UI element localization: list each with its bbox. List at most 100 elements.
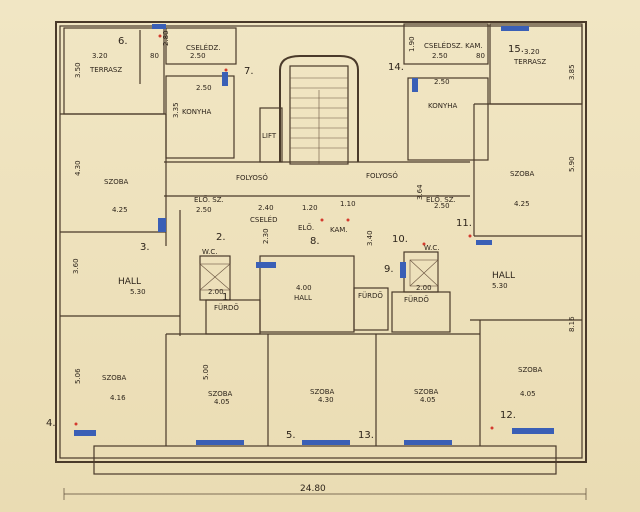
room-number-10: 10. xyxy=(392,234,408,245)
dim-text: 5.06 xyxy=(74,368,82,384)
dim-text: 3.40 xyxy=(366,230,374,246)
dim-text: 4.30 xyxy=(318,396,334,404)
balcony xyxy=(93,445,557,475)
outer-wall-inner xyxy=(59,25,583,459)
dim-text: 5.90 xyxy=(568,156,576,172)
room-number-1: 1. xyxy=(222,292,232,303)
room-number-9: 9. xyxy=(384,264,394,275)
dim-text: 2.50 xyxy=(196,206,212,214)
room-number-5: 5. xyxy=(286,430,296,441)
label-lift: LIFT xyxy=(262,132,277,140)
outer-wall xyxy=(55,21,587,463)
dim-text: 2.00 xyxy=(208,288,224,296)
wc-tiles-right xyxy=(409,259,439,287)
label-terrasz-right: TERRASZ xyxy=(513,58,546,66)
room-number-3: 3. xyxy=(140,242,150,253)
dim-text: 2.50 xyxy=(434,202,450,210)
label-szoba-b5: SZOBA xyxy=(518,366,543,374)
staircase xyxy=(279,55,359,162)
radiator-marks xyxy=(74,24,554,445)
label-furdo-left: FÜRDŐ xyxy=(214,303,239,312)
dim-text: 2.50 xyxy=(190,52,206,60)
room-number-6: 6. xyxy=(118,36,128,47)
dim-text: 4.05 xyxy=(214,398,230,406)
cseled-left xyxy=(165,27,237,65)
room-number-15: 15. xyxy=(508,44,524,55)
dim-text: 3.64 xyxy=(416,184,424,200)
dim-text: 3.20 xyxy=(92,52,108,60)
dim-text: 80 xyxy=(476,52,485,60)
label-konyha-right: KONYHA xyxy=(428,102,457,110)
label-hall-left: HALL xyxy=(118,277,141,287)
label-furdo-mid: FÜRDŐ xyxy=(358,291,383,300)
dim-text: 1.90 xyxy=(408,36,416,52)
dim-text: 3.60 xyxy=(72,258,80,274)
dim-text: 3.85 xyxy=(568,64,576,80)
label-elo-mid: ELŐ. xyxy=(298,223,314,232)
label-wc-right: W.C. xyxy=(424,244,439,252)
dim-text: 3.50 xyxy=(74,62,82,78)
room-number-14: 14. xyxy=(388,62,404,73)
dim-text: 2.00 xyxy=(416,284,432,292)
dim-text: 2.50 xyxy=(196,84,212,92)
label-szoba-b4: SZOBA xyxy=(414,388,439,396)
dim-text: 4.25 xyxy=(112,206,128,214)
furdo-mid xyxy=(353,287,389,331)
dim-text: 2.50 xyxy=(434,78,450,86)
dim-text: 4.16 xyxy=(110,394,126,402)
dim-text: 5.30 xyxy=(492,282,508,290)
room-number-7: 7. xyxy=(244,66,254,77)
dim-text: 4.00 xyxy=(296,284,312,292)
label-cseled-mid: CSELÉD xyxy=(250,215,277,224)
label-elo-sz-right: ELŐ. SZ. xyxy=(426,195,456,204)
label-wc-left: W.C. xyxy=(202,248,217,256)
dim-text: 2.50 xyxy=(432,52,448,60)
label-terrasz-left: TERRASZ xyxy=(89,66,122,74)
label-szoba-b1: SZOBA xyxy=(102,374,127,382)
cseled-right xyxy=(403,23,489,65)
label-elo-sz-left: ELŐ. SZ. xyxy=(194,195,224,204)
label-folyoso-right: FOLYOSÓ xyxy=(366,171,398,180)
label-folyoso-left: FOLYOSÓ xyxy=(236,173,268,182)
dim-text: 2.30 xyxy=(262,228,270,244)
label-szoba-top-right: SZOBA xyxy=(510,170,535,178)
dim-text: 4.05 xyxy=(520,390,536,398)
room-number-2: 2. xyxy=(216,232,226,243)
label-cseledz-left: CSELÉDZ. xyxy=(186,43,221,52)
dim-text: 4.30 xyxy=(74,160,82,176)
dim-text: 4.05 xyxy=(420,396,436,404)
furdo-right xyxy=(391,291,451,333)
room-number-13: 13. xyxy=(358,430,374,441)
dim-text: 80 xyxy=(150,52,159,60)
room-number-4: 4. xyxy=(46,418,56,429)
room-number-12: 12. xyxy=(500,410,516,421)
room-number-8: 8. xyxy=(310,236,320,247)
red-marks xyxy=(74,34,494,430)
dim-text: 2.40 xyxy=(258,204,274,212)
label-hall-right: HALL xyxy=(492,271,515,281)
label-szoba-b3: SZOBA xyxy=(310,388,335,396)
label-hall-mid: HALL xyxy=(294,294,312,302)
label-furdo-right: FÜRDŐ xyxy=(404,295,429,304)
stair-treads xyxy=(290,77,348,164)
dim-text: 4.25 xyxy=(514,200,530,208)
room-number-11: 11. xyxy=(456,218,472,229)
dim-text: 5.30 xyxy=(130,288,146,296)
dim-text: 8.16 xyxy=(568,316,576,332)
wc-tiles-left xyxy=(199,263,231,291)
dim-text: 1.20 xyxy=(302,204,318,212)
label-kam-mid: KAM. xyxy=(330,226,348,234)
label-szoba-b2: SZOBA xyxy=(208,390,233,398)
label-szoba-top-left: SZOBA xyxy=(104,178,129,186)
dim-text: 3.20 xyxy=(524,48,540,56)
konyha-right xyxy=(407,77,489,161)
label-cseledz-right: CSELÉDSZ. KAM. xyxy=(424,41,483,50)
dim-total: 24.80 xyxy=(300,484,326,494)
dim-text: 5.00 xyxy=(202,364,210,380)
label-konyha-left: KONYHA xyxy=(182,108,211,116)
dim-text: 2.80 xyxy=(162,30,170,46)
dim-text: 1.10 xyxy=(340,200,356,208)
dim-text: 3.35 xyxy=(172,102,180,118)
